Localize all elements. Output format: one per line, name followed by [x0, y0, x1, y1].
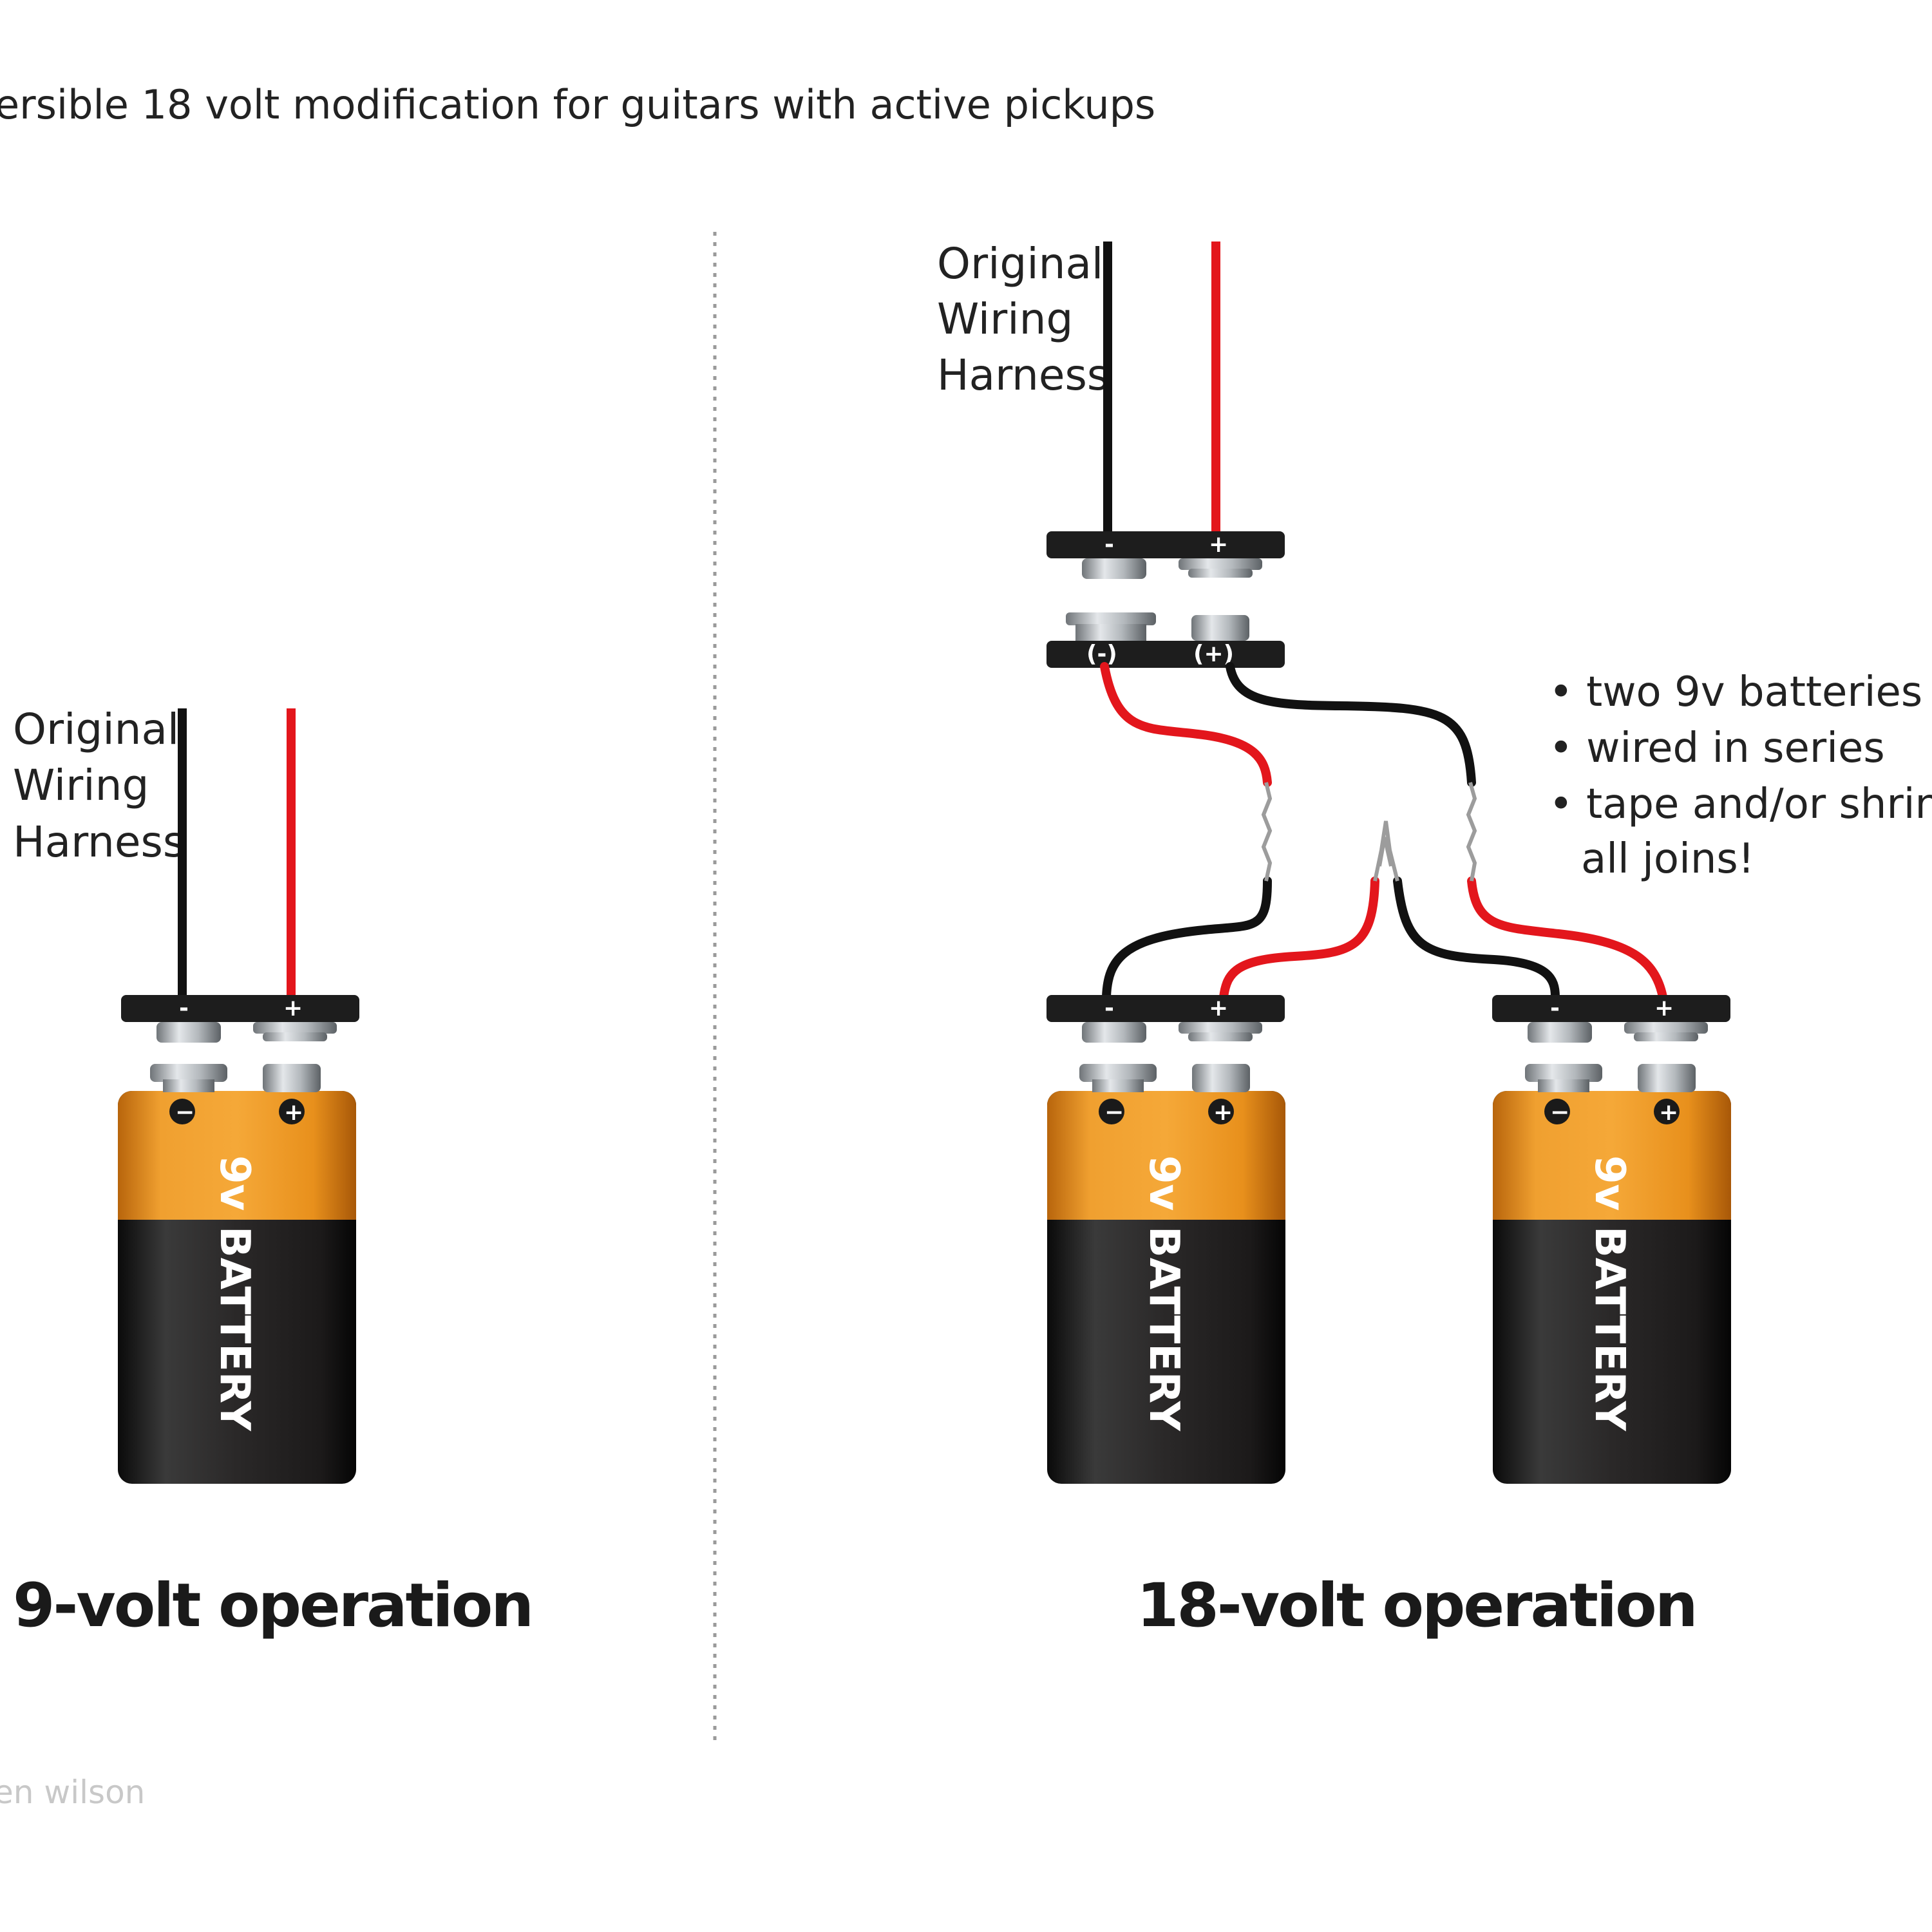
left-heading: 9-volt operation — [13, 1571, 532, 1641]
battery-voltage: 9v — [1586, 1155, 1633, 1211]
clip-terminal-minus: - — [1104, 531, 1114, 558]
battery-terminal-minus: − — [175, 1099, 194, 1126]
clip-terminal-plus: + — [1209, 531, 1228, 558]
battery-terminal-minus: − — [1550, 1099, 1569, 1126]
harness-label-line: Original — [13, 705, 179, 754]
clip-terminal-minus: - — [1550, 995, 1560, 1021]
adapter-terminal-plus: (+) — [1193, 641, 1234, 667]
battery: − + 9v BATTERY — [1047, 1064, 1285, 1484]
clip-terminal-plus: + — [1654, 995, 1674, 1021]
harness-label-line: Harness — [13, 817, 185, 867]
clip-terminal-plus: + — [283, 995, 303, 1021]
right-heading: 18-volt operation — [1137, 1571, 1696, 1641]
black-wire — [1393, 876, 1560, 1001]
note-line: • wired in series — [1549, 724, 1885, 772]
series-wiring — [1100, 662, 1667, 1001]
battery-label: BATTERY — [211, 1226, 258, 1432]
note-line: • two 9v batteries — [1549, 668, 1922, 716]
black-wire — [1102, 876, 1272, 1001]
battery-terminal-minus: − — [1104, 1099, 1124, 1126]
clip-terminal-minus: - — [1104, 995, 1114, 1021]
left-panel: Original Wiring Harness - + − + 9v BATTE… — [13, 705, 534, 1641]
wire-joins — [1261, 782, 1477, 882]
red-wire — [1467, 876, 1667, 1001]
snap-clip: - + — [1046, 531, 1285, 579]
battery: − + 9v BATTERY — [1493, 1064, 1731, 1484]
battery-terminal-plus: + — [1213, 1099, 1233, 1126]
battery-terminal-plus: + — [1659, 1099, 1678, 1126]
note-line: all joins! — [1581, 835, 1754, 883]
harness-label-line: Original — [937, 239, 1103, 289]
clip-terminal-plus: + — [1209, 995, 1228, 1021]
subtitle: ersible 18 volt modification for guitars… — [0, 81, 1155, 128]
battery-label: BATTERY — [1140, 1226, 1188, 1432]
snap-clip: - + — [1492, 995, 1730, 1043]
harness-label-line: Harness — [937, 350, 1109, 400]
snap-clip: - + — [121, 995, 359, 1043]
clip-terminal-minus: - — [179, 995, 189, 1021]
adapter-terminal-minus: (-) — [1086, 641, 1117, 667]
black-wire — [1226, 662, 1476, 787]
battery-label: BATTERY — [1586, 1226, 1633, 1432]
red-wire — [1100, 662, 1272, 787]
credit: en wilson — [0, 1774, 145, 1811]
harness-label-line: Wiring — [13, 761, 149, 810]
battery: − + 9v BATTERY — [118, 1064, 356, 1484]
battery-terminal-plus: + — [284, 1099, 303, 1126]
note-line: • tape and/or shrink — [1549, 781, 1932, 828]
red-wire — [1219, 876, 1379, 1001]
battery-voltage: 9v — [1140, 1155, 1188, 1211]
harness-label-line: Wiring — [937, 294, 1073, 344]
adapter-clip: (-) (+) — [1046, 612, 1285, 668]
battery-voltage: 9v — [211, 1155, 258, 1211]
snap-clip: - + — [1046, 995, 1285, 1043]
right-panel: Original Wiring Harness - + (-) (+) — [937, 239, 1932, 1641]
